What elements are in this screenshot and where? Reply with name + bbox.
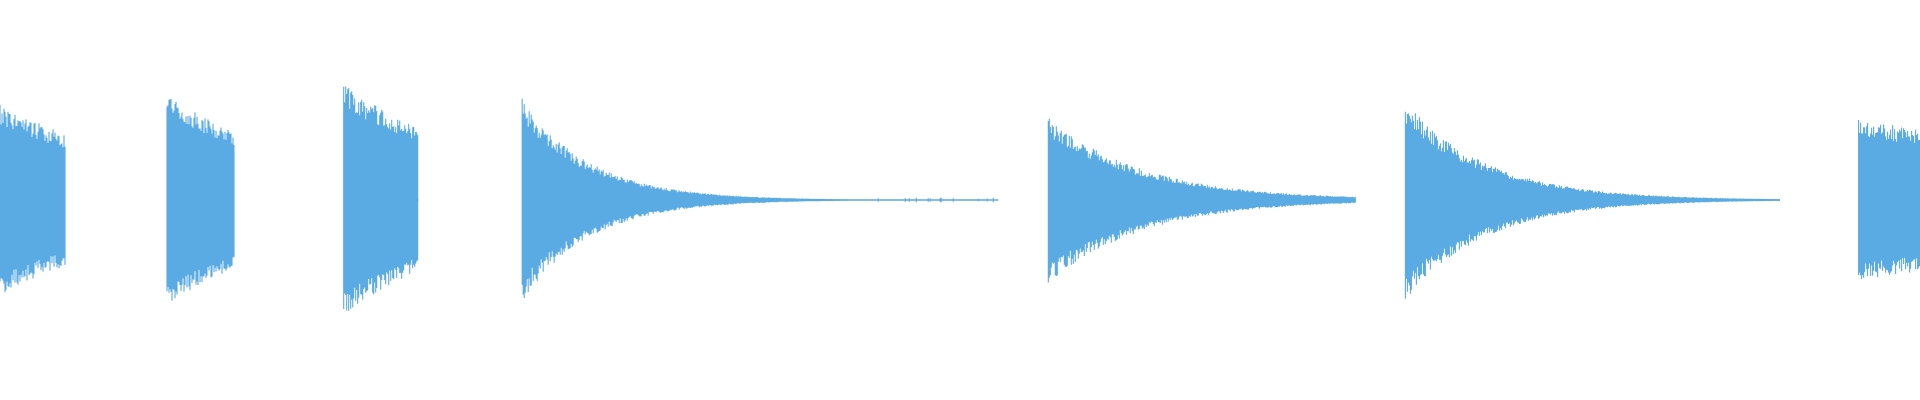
waveform-event <box>1858 120 1920 280</box>
waveform-event <box>1047 118 1356 283</box>
waveform-event <box>521 98 994 298</box>
waveform-event <box>0 104 66 293</box>
waveform-event <box>1404 111 1780 299</box>
waveform-event <box>343 86 419 311</box>
waveform-event <box>166 99 235 301</box>
waveform-events <box>0 86 1920 311</box>
